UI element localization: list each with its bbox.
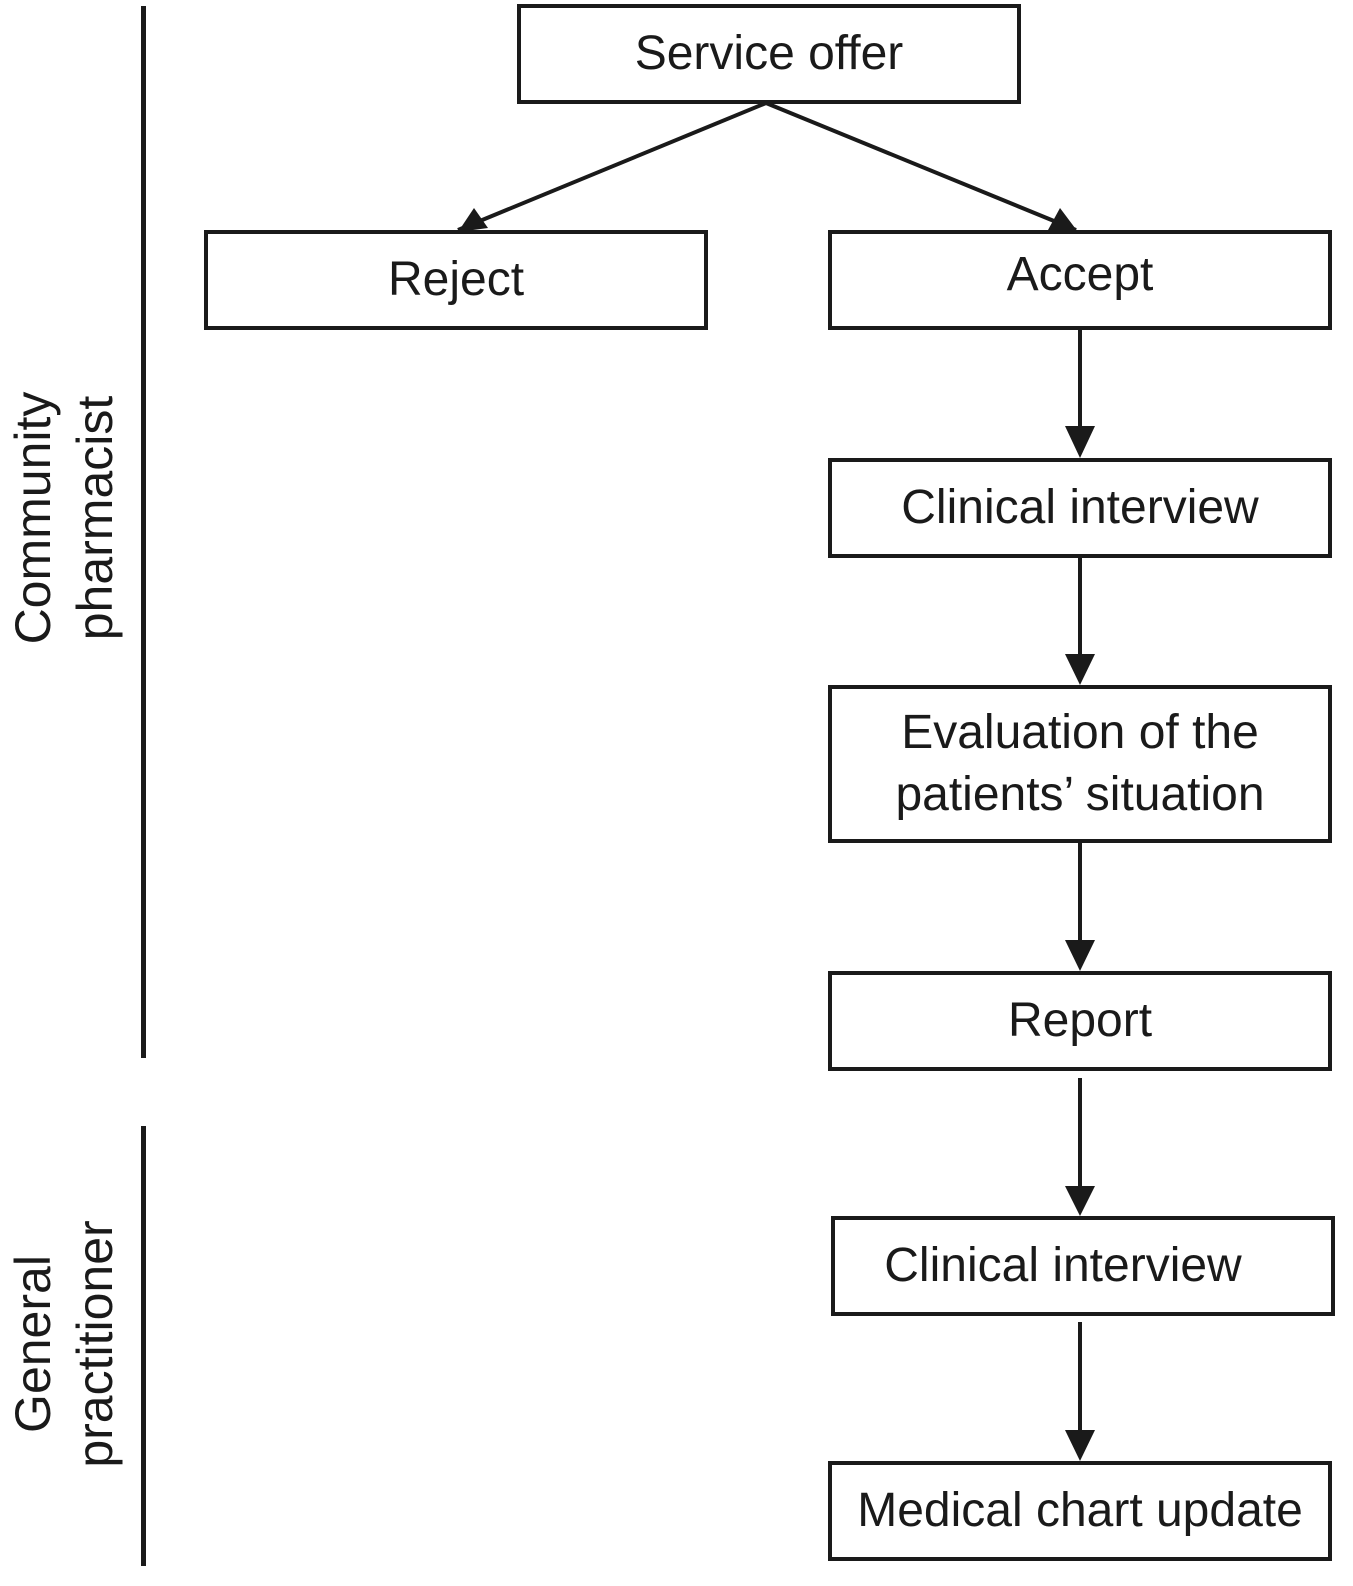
lane-divider-general-practitioner <box>141 1126 146 1566</box>
arrowhead-evaluation <box>1065 654 1095 685</box>
node-text: Service offer <box>634 27 904 80</box>
arrowhead-clinical-interview-2 <box>1065 1186 1095 1216</box>
node-medical-chart-update: Medical chart update <box>828 1461 1332 1561</box>
node-report: Report <box>828 971 1332 1071</box>
node-text: Medical chart update <box>857 1484 1303 1537</box>
node-text-group: Evaluation of the patients’ situation <box>895 702 1264 826</box>
node-text: Report <box>1007 994 1153 1047</box>
edge-service-offer-to-accept <box>765 101 1077 232</box>
node-clinical-interview-1: Clinical interview <box>828 458 1332 558</box>
arrowhead-medical-chart-update <box>1065 1430 1095 1461</box>
arrowhead-report <box>1065 940 1095 971</box>
arrowhead-clinical-interview-1 <box>1065 426 1095 458</box>
node-text: Accept <box>1006 248 1154 301</box>
arrowhead-accept <box>1048 208 1078 232</box>
node-text: Clinical interview <box>884 1239 1242 1292</box>
node-clinical-interview-2: Clinical interview <box>831 1216 1335 1316</box>
lane-divider-community-pharmacist <box>141 6 146 1058</box>
node-text: Evaluation of the <box>901 706 1259 759</box>
node-text: Clinical interview <box>901 481 1259 534</box>
node-text: Reject <box>387 253 525 306</box>
node-reject: Reject <box>204 230 708 330</box>
node-accept: Accept <box>828 230 1332 330</box>
edge-service-offer-to-reject <box>457 101 767 232</box>
node-evaluation: Evaluation of the patients’ situation <box>828 685 1332 843</box>
node-service-offer: Service offer <box>517 4 1021 104</box>
arrowhead-reject <box>458 208 488 232</box>
node-text: patients’ situation <box>895 768 1265 821</box>
